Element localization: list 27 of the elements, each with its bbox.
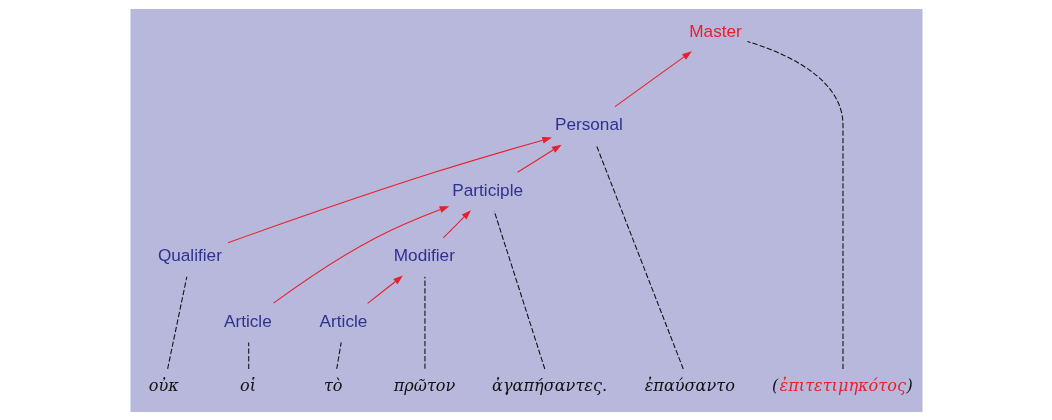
- node-text: τὸ: [323, 375, 343, 395]
- connector: [335, 341, 342, 369]
- connector: [746, 40, 844, 369]
- connector: [423, 275, 425, 369]
- connector: [595, 144, 684, 370]
- node-text: οἱ: [239, 375, 256, 395]
- node-text: ἀγαπήσαντες.: [491, 375, 607, 395]
- arrow: [272, 205, 449, 304]
- node-text: (ἐπιτετιμηκότος): [771, 375, 913, 395]
- connector: [493, 210, 545, 369]
- node-text: Article: [319, 310, 367, 331]
- node-text: Participle: [451, 179, 523, 200]
- arrow: [442, 209, 471, 238]
- connector: [247, 341, 249, 369]
- node-text: ἐπαύσαντο: [644, 375, 735, 395]
- arrow: [366, 275, 403, 304]
- node-text: Master: [688, 20, 742, 41]
- node-text: Qualifier: [157, 244, 222, 265]
- node-text: πρῶτον: [393, 375, 455, 395]
- arrow: [614, 50, 692, 107]
- arrow: [227, 136, 552, 243]
- connector: [166, 275, 187, 369]
- node-text: Article: [223, 310, 272, 331]
- node-text: Modifier: [393, 244, 455, 265]
- node-text: οὐκ: [148, 375, 179, 395]
- arrow: [516, 144, 562, 173]
- node-text: Personal: [554, 113, 623, 134]
